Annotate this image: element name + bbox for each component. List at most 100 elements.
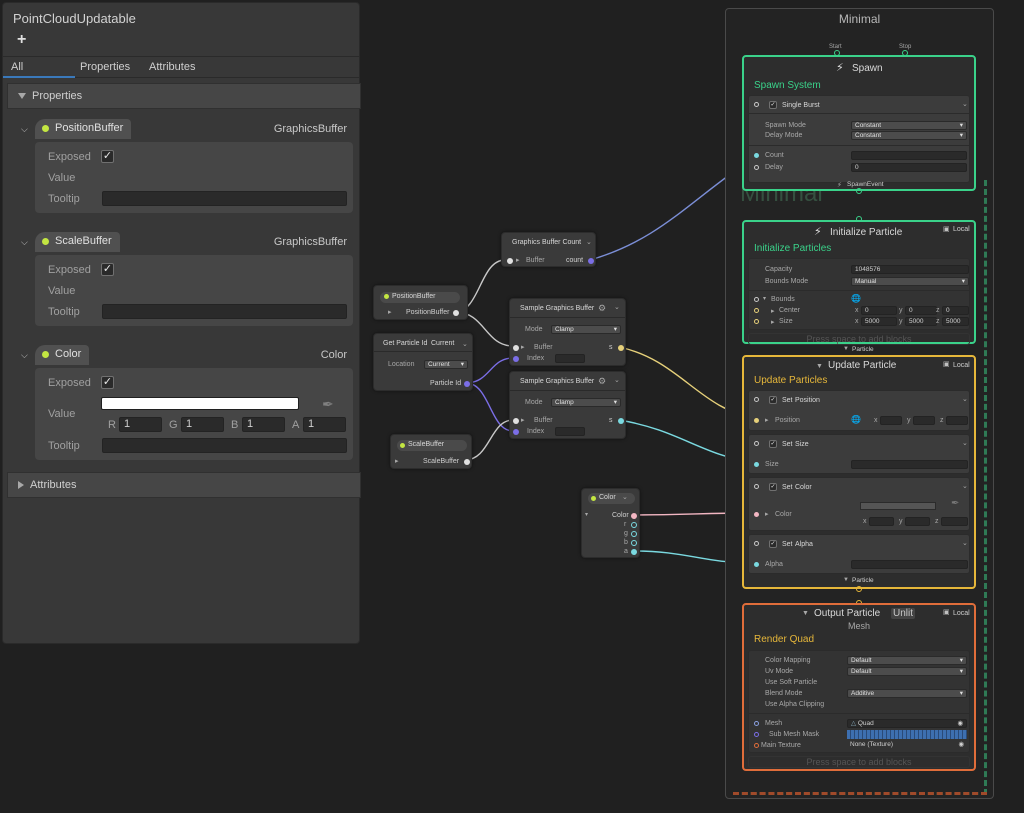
- properties-section-header[interactable]: Properties: [7, 83, 361, 109]
- update-flow-out-port[interactable]: [856, 586, 862, 592]
- spawn-mode-dropdown[interactable]: Constant▾: [851, 121, 967, 130]
- spawn-context[interactable]: ⚡ Spawn Spawn System ✓ Single Burst ⌄ Sp…: [742, 55, 976, 191]
- property-pill-color[interactable]: Color: [35, 345, 90, 365]
- local-space-label[interactable]: Local: [953, 362, 970, 369]
- a-output-port[interactable]: [631, 549, 637, 555]
- tab-attributes[interactable]: Attributes: [149, 61, 196, 73]
- submesh-mask-bits[interactable]: [847, 730, 967, 739]
- size-z-input[interactable]: 5000: [942, 317, 969, 326]
- block-port[interactable]: [754, 441, 759, 446]
- mesh-input-port[interactable]: [754, 721, 759, 726]
- system-name[interactable]: Minimal: [838, 12, 881, 26]
- eyedropper-icon[interactable]: ✒: [951, 498, 960, 509]
- space-globe-icon[interactable]: 🌐: [851, 415, 861, 424]
- property-pill-scalebuffer[interactable]: ScaleBuffer: [35, 232, 120, 252]
- node-positionbuffer[interactable]: PositionBuffer ▸ PositionBuffer: [373, 285, 468, 320]
- size-port[interactable]: [754, 319, 759, 324]
- position-z-input[interactable]: [946, 416, 968, 425]
- set-size-block[interactable]: ✓ Set Size ⌄ Size: [748, 434, 970, 474]
- color-input-port[interactable]: [754, 512, 759, 517]
- alpha-input-port[interactable]: [754, 562, 759, 567]
- node-get-particle-id[interactable]: Get Particle Id Current ⌄ Location Curre…: [373, 333, 473, 391]
- channel-b-input[interactable]: 1: [242, 417, 285, 432]
- channel-g-input[interactable]: 1: [181, 417, 224, 432]
- node-mode[interactable]: Current: [431, 340, 455, 347]
- block-port[interactable]: [754, 484, 759, 489]
- position-y-input[interactable]: [913, 416, 935, 425]
- chevron-down-icon[interactable]: ⌄: [962, 396, 968, 403]
- node-sample-graphics-buffer-2[interactable]: Sample Graphics Buffer ⚙ ⌄ Mode Clamp▾ ▸…: [509, 371, 626, 439]
- tab-properties[interactable]: Properties: [80, 61, 131, 73]
- chevron-down-icon[interactable]: ⌄: [586, 239, 592, 246]
- node-graphics-buffer-count[interactable]: Graphics Buffer Count ⌄ ▸ Buffer count: [501, 232, 596, 267]
- input-port[interactable]: [513, 429, 519, 435]
- local-space-icon[interactable]: ▣: [943, 361, 950, 368]
- tooltip-input[interactable]: [102, 438, 347, 453]
- node-scalebuffer[interactable]: ScaleBuffer ▸ ScaleBuffer: [390, 434, 472, 469]
- tooltip-input[interactable]: [102, 304, 347, 319]
- add-blocks-hint[interactable]: Press space to add blocks: [748, 756, 970, 768]
- block-enabled-checkbox[interactable]: ✓: [769, 483, 777, 491]
- g-output-port[interactable]: [631, 531, 637, 537]
- set-position-block[interactable]: ✓ Set Position ⌄ ▸ Position 🌐 x y z: [748, 390, 970, 431]
- set-color-block[interactable]: ✓ Set Color ⌄ ✒ ▸ Color x y z: [748, 477, 970, 531]
- size-x-input[interactable]: 5000: [861, 317, 897, 326]
- blend-mode-dropdown[interactable]: Additive▾: [847, 689, 967, 698]
- r-output-port[interactable]: [631, 522, 637, 528]
- space-globe-icon[interactable]: 🌐: [851, 294, 861, 303]
- block-enabled-checkbox[interactable]: ✓: [769, 396, 777, 404]
- alpha-input[interactable]: [851, 560, 968, 569]
- chevron-down-icon[interactable]: ⌄: [962, 483, 968, 490]
- chevron-down-icon[interactable]: ⌵: [21, 350, 28, 360]
- color-swatch[interactable]: [101, 397, 299, 410]
- mesh-field[interactable]: △ Quad◉: [847, 719, 967, 728]
- initialize-context[interactable]: ⚡ Initialize Particle ▣ Local Initialize…: [742, 220, 976, 345]
- b-output-port[interactable]: [631, 540, 637, 546]
- output-port[interactable]: [464, 381, 470, 387]
- mode-dropdown[interactable]: Clamp▾: [551, 325, 621, 334]
- block-enabled-checkbox[interactable]: ✓: [769, 440, 777, 448]
- input-port[interactable]: [513, 345, 519, 351]
- output-port[interactable]: [618, 418, 624, 424]
- output-port[interactable]: [464, 459, 470, 465]
- count-input[interactable]: [851, 151, 967, 160]
- mode-dropdown[interactable]: Clamp▾: [551, 398, 621, 407]
- color-output-port[interactable]: [631, 513, 637, 519]
- channel-a-input[interactable]: 1: [303, 417, 346, 432]
- output-context[interactable]: ▼ Output Particle Unlit ▣ Local Mesh Ren…: [742, 603, 976, 771]
- color-x-input[interactable]: [869, 517, 894, 526]
- delay-input[interactable]: 0: [851, 163, 967, 172]
- chevron-down-icon[interactable]: ⌄: [962, 101, 968, 108]
- update-context[interactable]: ▼ Update Particle ▣ Local Update Particl…: [742, 355, 976, 589]
- gear-icon[interactable]: ⚙: [598, 303, 607, 313]
- position-input-port[interactable]: [754, 418, 759, 423]
- size-y-input[interactable]: 5000: [905, 317, 937, 326]
- color-swatch[interactable]: [860, 502, 936, 510]
- color-z-input[interactable]: [941, 517, 968, 526]
- color-mapping-dropdown[interactable]: Default▾: [847, 656, 967, 665]
- chevron-down-icon[interactable]: ⌄: [962, 440, 968, 447]
- block-port[interactable]: [754, 102, 759, 107]
- center-z-input[interactable]: 0: [942, 306, 969, 315]
- index-input[interactable]: [555, 354, 585, 363]
- block-port[interactable]: [754, 397, 759, 402]
- center-x-input[interactable]: 0: [861, 306, 897, 315]
- tab-all[interactable]: All: [11, 61, 24, 73]
- exposed-checkbox[interactable]: ✓: [101, 376, 114, 389]
- tooltip-input[interactable]: [102, 191, 347, 206]
- count-input-port[interactable]: [754, 153, 759, 158]
- gear-icon[interactable]: ⚙: [598, 376, 607, 386]
- set-alpha-block[interactable]: ✓ Set Alpha ⌄ Alpha: [748, 534, 970, 574]
- position-x-input[interactable]: [880, 416, 902, 425]
- uv-mode-dropdown[interactable]: Default▾: [847, 667, 967, 676]
- local-space-icon[interactable]: ▣: [943, 226, 950, 233]
- bounds-port[interactable]: [754, 297, 759, 302]
- local-space-label[interactable]: Local: [953, 226, 970, 233]
- block-enabled-checkbox[interactable]: ✓: [769, 101, 777, 109]
- capacity-input[interactable]: 1048576: [851, 265, 969, 274]
- delay-input-port[interactable]: [754, 165, 759, 170]
- texture-input-port[interactable]: [754, 743, 759, 748]
- chevron-down-icon[interactable]: ⌄: [962, 540, 968, 547]
- output-port[interactable]: [588, 258, 594, 264]
- index-input[interactable]: [555, 427, 585, 436]
